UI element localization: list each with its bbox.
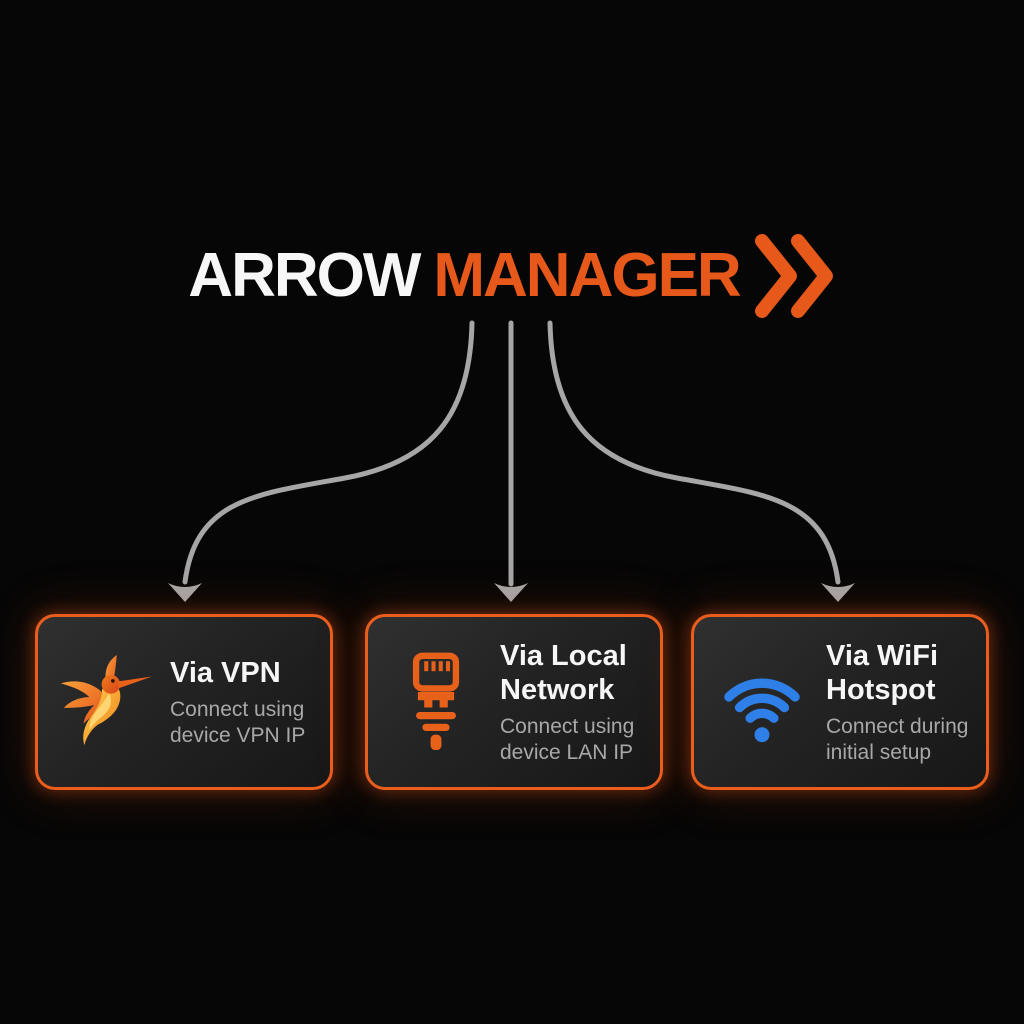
card-subtitle: Connect using device LAN IP: [500, 714, 635, 764]
card-title: Via VPN: [170, 656, 281, 689]
hummingbird-icon: [54, 650, 158, 754]
card-subtitle: Connect during initial setup: [826, 714, 969, 764]
card-title: Via Local Network: [500, 639, 627, 706]
card-text-vpn: Via VPN Connect using device VPN IP: [170, 656, 322, 749]
arrow-to-vpn-card: [182, 320, 475, 585]
arrow-to-wifi-card: [547, 320, 841, 585]
app-title: ARROW MANAGER: [0, 232, 1024, 320]
title-manager: MANAGER: [433, 241, 741, 310]
card-title: Via WiFi Hotspot: [826, 639, 939, 706]
ethernet-icon: [384, 651, 488, 753]
wifi-icon: [710, 659, 814, 745]
double-chevron-right-icon: [754, 233, 836, 319]
card-subtitle: Connect using device VPN IP: [170, 697, 306, 747]
card-text-wifi-hotspot: Via WiFi Hotspot Connect during initial …: [826, 639, 978, 766]
arrowhead-wifi: [821, 583, 855, 602]
card-via-vpn[interactable]: Via VPN Connect using device VPN IP: [35, 614, 333, 790]
card-via-wifi-hotspot[interactable]: Via WiFi Hotspot Connect during initial …: [691, 614, 989, 790]
title-arrow: ARROW: [188, 241, 421, 310]
arrowhead-local-network: [494, 583, 528, 602]
card-text-local-network: Via Local Network Connect using device L…: [500, 639, 652, 766]
card-via-local-network[interactable]: Via Local Network Connect using device L…: [365, 614, 663, 790]
arrowhead-vpn: [168, 583, 202, 602]
